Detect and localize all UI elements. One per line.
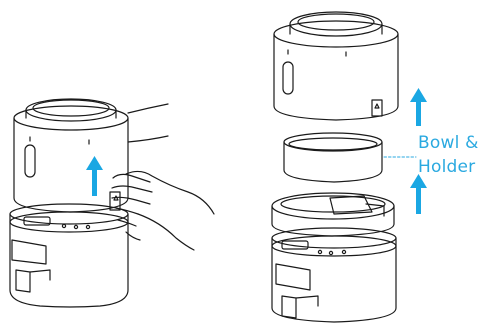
up-arrow-icon [410, 88, 427, 126]
bowl-ring [283, 132, 383, 183]
callout-label-line1: Bowl & [418, 133, 479, 153]
bowl-holder-tray [271, 192, 395, 237]
up-arrow-icon [410, 174, 427, 214]
right-feeder-assembly [271, 11, 427, 323]
right-base-unit [271, 227, 397, 323]
left-base-unit [9, 203, 129, 308]
bowl-holder-callout: Bowl & Holder [418, 131, 480, 179]
up-arrow-icon [86, 156, 103, 196]
right-hopper [273, 11, 399, 121]
hand-illustration [111, 103, 215, 251]
callout-label-line2: Holder [418, 157, 476, 177]
left-hopper [13, 98, 129, 213]
left-feeder-assembly [9, 98, 215, 308]
